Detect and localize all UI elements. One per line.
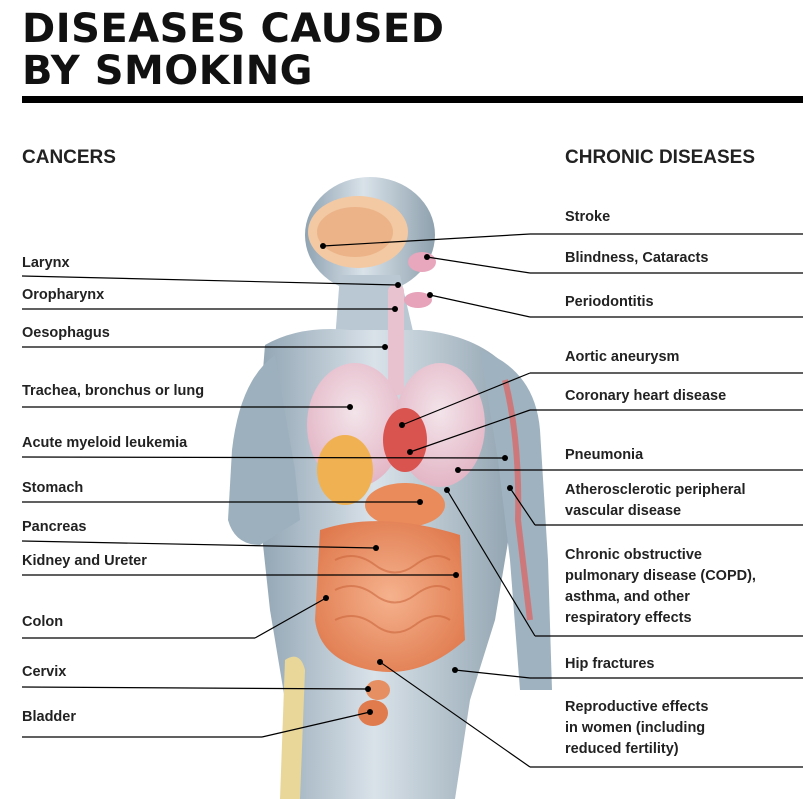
chronic-label-coronary-line: Coronary heart disease [565, 388, 726, 404]
chronic-label-stroke: Stroke [565, 207, 610, 228]
title-rule [22, 96, 803, 103]
chronic-label-reproductive-line-3: reduced fertility) [565, 739, 795, 760]
chronic-label-coronary: Coronary heart disease [565, 386, 726, 407]
cancer-label-oropharynx: Oropharynx [22, 285, 104, 306]
chronic-label-hip-fractures-line: Hip fractures [565, 656, 654, 672]
mouth-organ [408, 252, 436, 272]
chronic-label-reproductive-line-1: Reproductive effects [565, 697, 795, 718]
cancer-label-cervix: Cervix [22, 662, 66, 683]
chronic-label-copd-line-4: respiratory effects [565, 608, 795, 629]
cancer-label-bladder: Bladder [22, 707, 76, 728]
chronic-label-periodontitis: Periodontitis [565, 292, 654, 313]
cancer-label-kidney: Kidney and Ureter [22, 551, 147, 572]
cancer-label-leukemia: Acute myeloid leukemia [22, 433, 187, 454]
stomach-organ [365, 483, 445, 527]
cancer-label-lung: Trachea, bronchus or lung [22, 381, 204, 402]
title-line-1: DISEASES CAUSED [22, 8, 444, 50]
cancer-label-colon: Colon [22, 612, 63, 633]
chronic-label-reproductive-line-2: in women (including [565, 718, 795, 739]
trachea-organ [388, 285, 404, 395]
cancer-label-oesophagus: Oesophagus [22, 323, 110, 344]
cancer-label-larynx: Larynx [22, 253, 70, 274]
chronic-label-pneumonia: Pneumonia [565, 445, 643, 466]
chronic-label-atherosclerotic: Atherosclerotic peripheral vascular dise… [565, 480, 795, 522]
chronic-label-blindness: Blindness, Cataracts [565, 248, 708, 269]
chronic-label-copd-line-1: Chronic obstructive [565, 545, 795, 566]
chronic-label-copd: Chronic obstructive pulmonary disease (C… [565, 545, 795, 629]
chronic-label-pneumonia-line: Pneumonia [565, 447, 643, 463]
liver-organ [317, 435, 373, 505]
chronic-label-atherosclerotic-line-1: Atherosclerotic peripheral [565, 480, 795, 501]
chronic-label-atherosclerotic-line-2: vascular disease [565, 501, 795, 522]
chronic-label-copd-line-2: pulmonary disease (COPD), [565, 566, 795, 587]
chronic-diseases-heading: CHRONIC DISEASES [565, 147, 755, 169]
cancer-label-pancreas: Pancreas [22, 517, 87, 538]
title-line-2: BY SMOKING [22, 50, 444, 92]
chronic-label-copd-line-3: asthma, and other [565, 587, 795, 608]
chronic-label-aortic-aneurysm: Aortic aneurysm [565, 347, 679, 368]
chronic-label-blindness-line: Blindness, Cataracts [565, 250, 708, 266]
cancer-label-stomach: Stomach [22, 478, 83, 499]
chronic-label-aortic-aneurysm-line: Aortic aneurysm [565, 349, 679, 365]
chronic-label-periodontitis-line: Periodontitis [565, 294, 654, 310]
chronic-label-hip-fractures: Hip fractures [565, 654, 654, 675]
chronic-label-stroke-line: Stroke [565, 209, 610, 225]
page-title: DISEASES CAUSED BY SMOKING [22, 8, 444, 92]
cancers-heading: CANCERS [22, 147, 116, 169]
chronic-label-reproductive: Reproductive effects in women (including… [565, 697, 795, 760]
intestines-organ [315, 521, 465, 672]
bladder-organ [358, 700, 388, 726]
